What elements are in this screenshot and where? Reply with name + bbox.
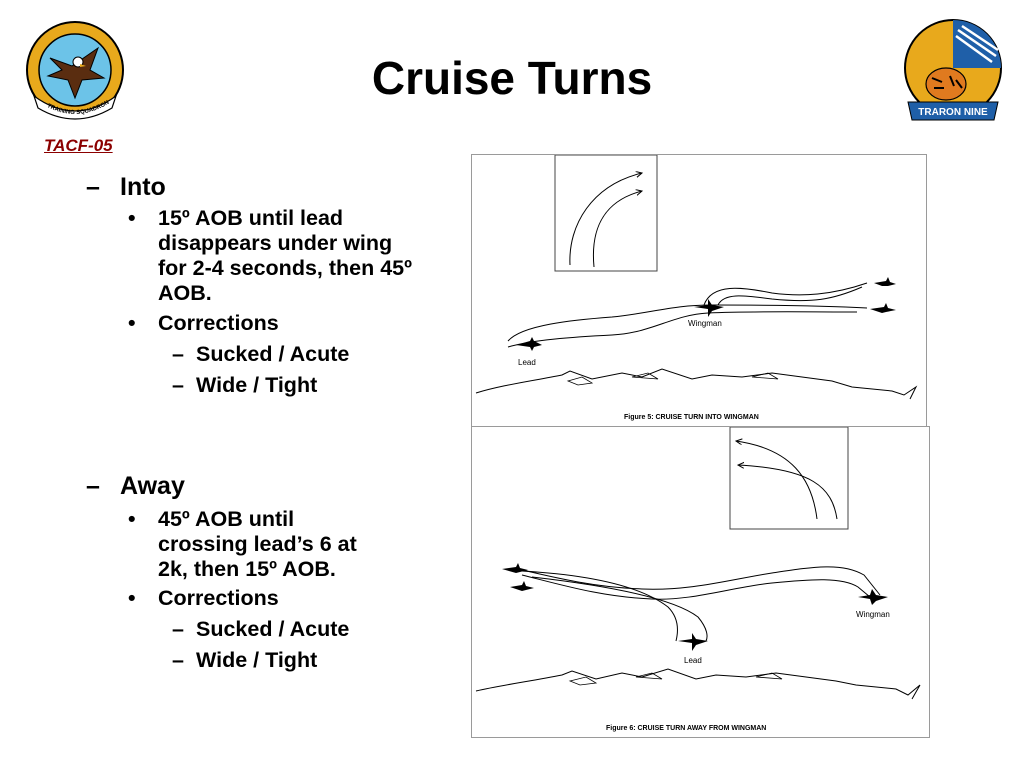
into-sub-wide: – Wide / Tight (172, 373, 432, 398)
away-item-aob-text: 45º AOB until crossing lead’s 6 at 2k, t… (158, 507, 357, 581)
into-figure-caption: Figure 5: CRUISE TURN INTO WINGMAN (624, 414, 759, 421)
away-sub-wide-text: Wide / Tight (196, 648, 318, 672)
into-lead-exit-aircraft-icon (870, 303, 896, 313)
into-section: – Into • 15º AOB until lead disappears u… (80, 172, 440, 412)
away-inset-track-2 (738, 465, 838, 520)
away-lead-track-2 (531, 576, 708, 642)
into-item-corrections-text: Corrections (158, 311, 279, 335)
into-wingman-track-upper (703, 282, 868, 306)
into-wingman-aircraft-icon (694, 299, 724, 317)
into-terrain-detail (566, 372, 779, 386)
dash-marker: – (172, 342, 184, 366)
dot-marker: • (128, 206, 136, 230)
figure-cruise-turn-away: Lead Wingman Figure 6: CRUISE TURN AWAY … (471, 426, 930, 738)
away-sub-wide: – Wide / Tight (172, 648, 432, 673)
into-item-aob-text: 15º AOB until lead disappears under wing… (158, 206, 412, 305)
dash-marker: – (172, 373, 184, 397)
into-wingman-label: Wingman (688, 319, 722, 328)
away-terrain-line (475, 668, 921, 700)
slide-title: Cruise Turns (371, 52, 653, 104)
dash-marker: – (172, 648, 184, 672)
dash-marker: – (86, 173, 100, 201)
right-logo-banner-text: TRARON NINE (918, 107, 988, 118)
cruise-turn-into-diagram: Lead Wingman Figure 5: CRUISE TURN INTO … (475, 154, 918, 421)
slide-code-label: TACF-05 (44, 136, 113, 155)
into-inset-track-1 (569, 173, 642, 266)
away-item-corrections-text: Corrections (158, 586, 279, 610)
right-squadron-logo: TRARON NINE (898, 16, 1008, 128)
into-lead-track-lower (507, 311, 858, 348)
away-terrain-detail (568, 672, 783, 686)
away-wingman-track-lower (521, 574, 871, 600)
away-wingman-exit-aircraft-icon (510, 581, 534, 591)
away-lead-aircraft-icon (678, 633, 708, 651)
cruise-turn-away-diagram: Lead Wingman Figure 6: CRUISE TURN AWAY … (475, 426, 921, 732)
away-lead-track-1 (521, 570, 679, 642)
away-inset-track-1 (736, 441, 818, 520)
eagle-squadron-seal-icon: TRAINING SQUADRON SEVEN (18, 14, 124, 120)
away-inset-box (729, 426, 849, 530)
dash-marker: – (86, 472, 100, 500)
into-terrain-line (475, 368, 918, 400)
dot-marker: • (128, 507, 136, 531)
tiger-squadron-seal-icon: TRARON NINE (904, 19, 1002, 121)
away-wingman-label: Wingman (856, 610, 890, 619)
away-section: – Away • 45º AOB until crossing lead’s 6… (80, 471, 440, 691)
dash-marker: – (172, 617, 184, 641)
into-sub-wide-text: Wide / Tight (196, 373, 318, 397)
away-lead-label: Lead (684, 656, 702, 665)
into-lead-aircraft-icon (516, 337, 542, 351)
into-sub-sucked: – Sucked / Acute (172, 342, 432, 367)
into-lead-label: Lead (518, 358, 536, 367)
into-wingman-track-lower (717, 286, 863, 306)
dot-marker: • (128, 586, 136, 610)
into-heading: Into (120, 173, 166, 201)
into-item-corrections: • Corrections (128, 311, 418, 336)
away-wingman-track-upper (517, 566, 881, 596)
away-heading: Away (120, 472, 185, 500)
into-inset-track-2 (592, 191, 642, 268)
dot-marker: • (128, 311, 136, 335)
left-squadron-logo: TRAINING SQUADRON SEVEN (18, 14, 130, 128)
into-lead-track-upper (507, 304, 868, 342)
away-wingman-aircraft-icon (858, 589, 888, 605)
away-item-aob: • 45º AOB until crossing lead’s 6 at 2k,… (128, 507, 378, 582)
into-sub-sucked-text: Sucked / Acute (196, 342, 350, 366)
away-lead-exit-aircraft-icon (502, 563, 528, 573)
away-figure-caption: Figure 6: CRUISE TURN AWAY FROM WINGMAN (606, 725, 766, 732)
away-item-corrections: • Corrections (128, 586, 418, 611)
into-item-aob: • 15º AOB until lead disappears under wi… (128, 206, 418, 306)
away-sub-sucked-text: Sucked / Acute (196, 617, 350, 641)
into-wingman-exit-aircraft-icon (874, 277, 896, 286)
away-sub-sucked: – Sucked / Acute (172, 617, 432, 642)
figure-cruise-turn-into: Lead Wingman Figure 5: CRUISE TURN INTO … (471, 154, 927, 428)
